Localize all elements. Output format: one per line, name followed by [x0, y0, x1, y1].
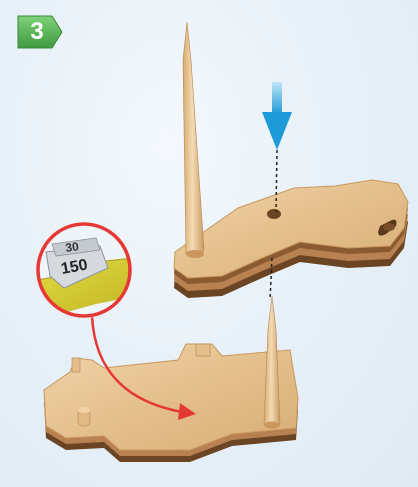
upper-wood-plate	[174, 180, 408, 298]
detail-callout: 30 150	[14, 220, 140, 330]
dowel-hole	[267, 209, 281, 219]
short-dowel	[264, 296, 280, 429]
grit-label-partial: 30	[64, 239, 79, 255]
tall-dowel	[183, 22, 204, 258]
lower-wood-base	[44, 344, 298, 462]
